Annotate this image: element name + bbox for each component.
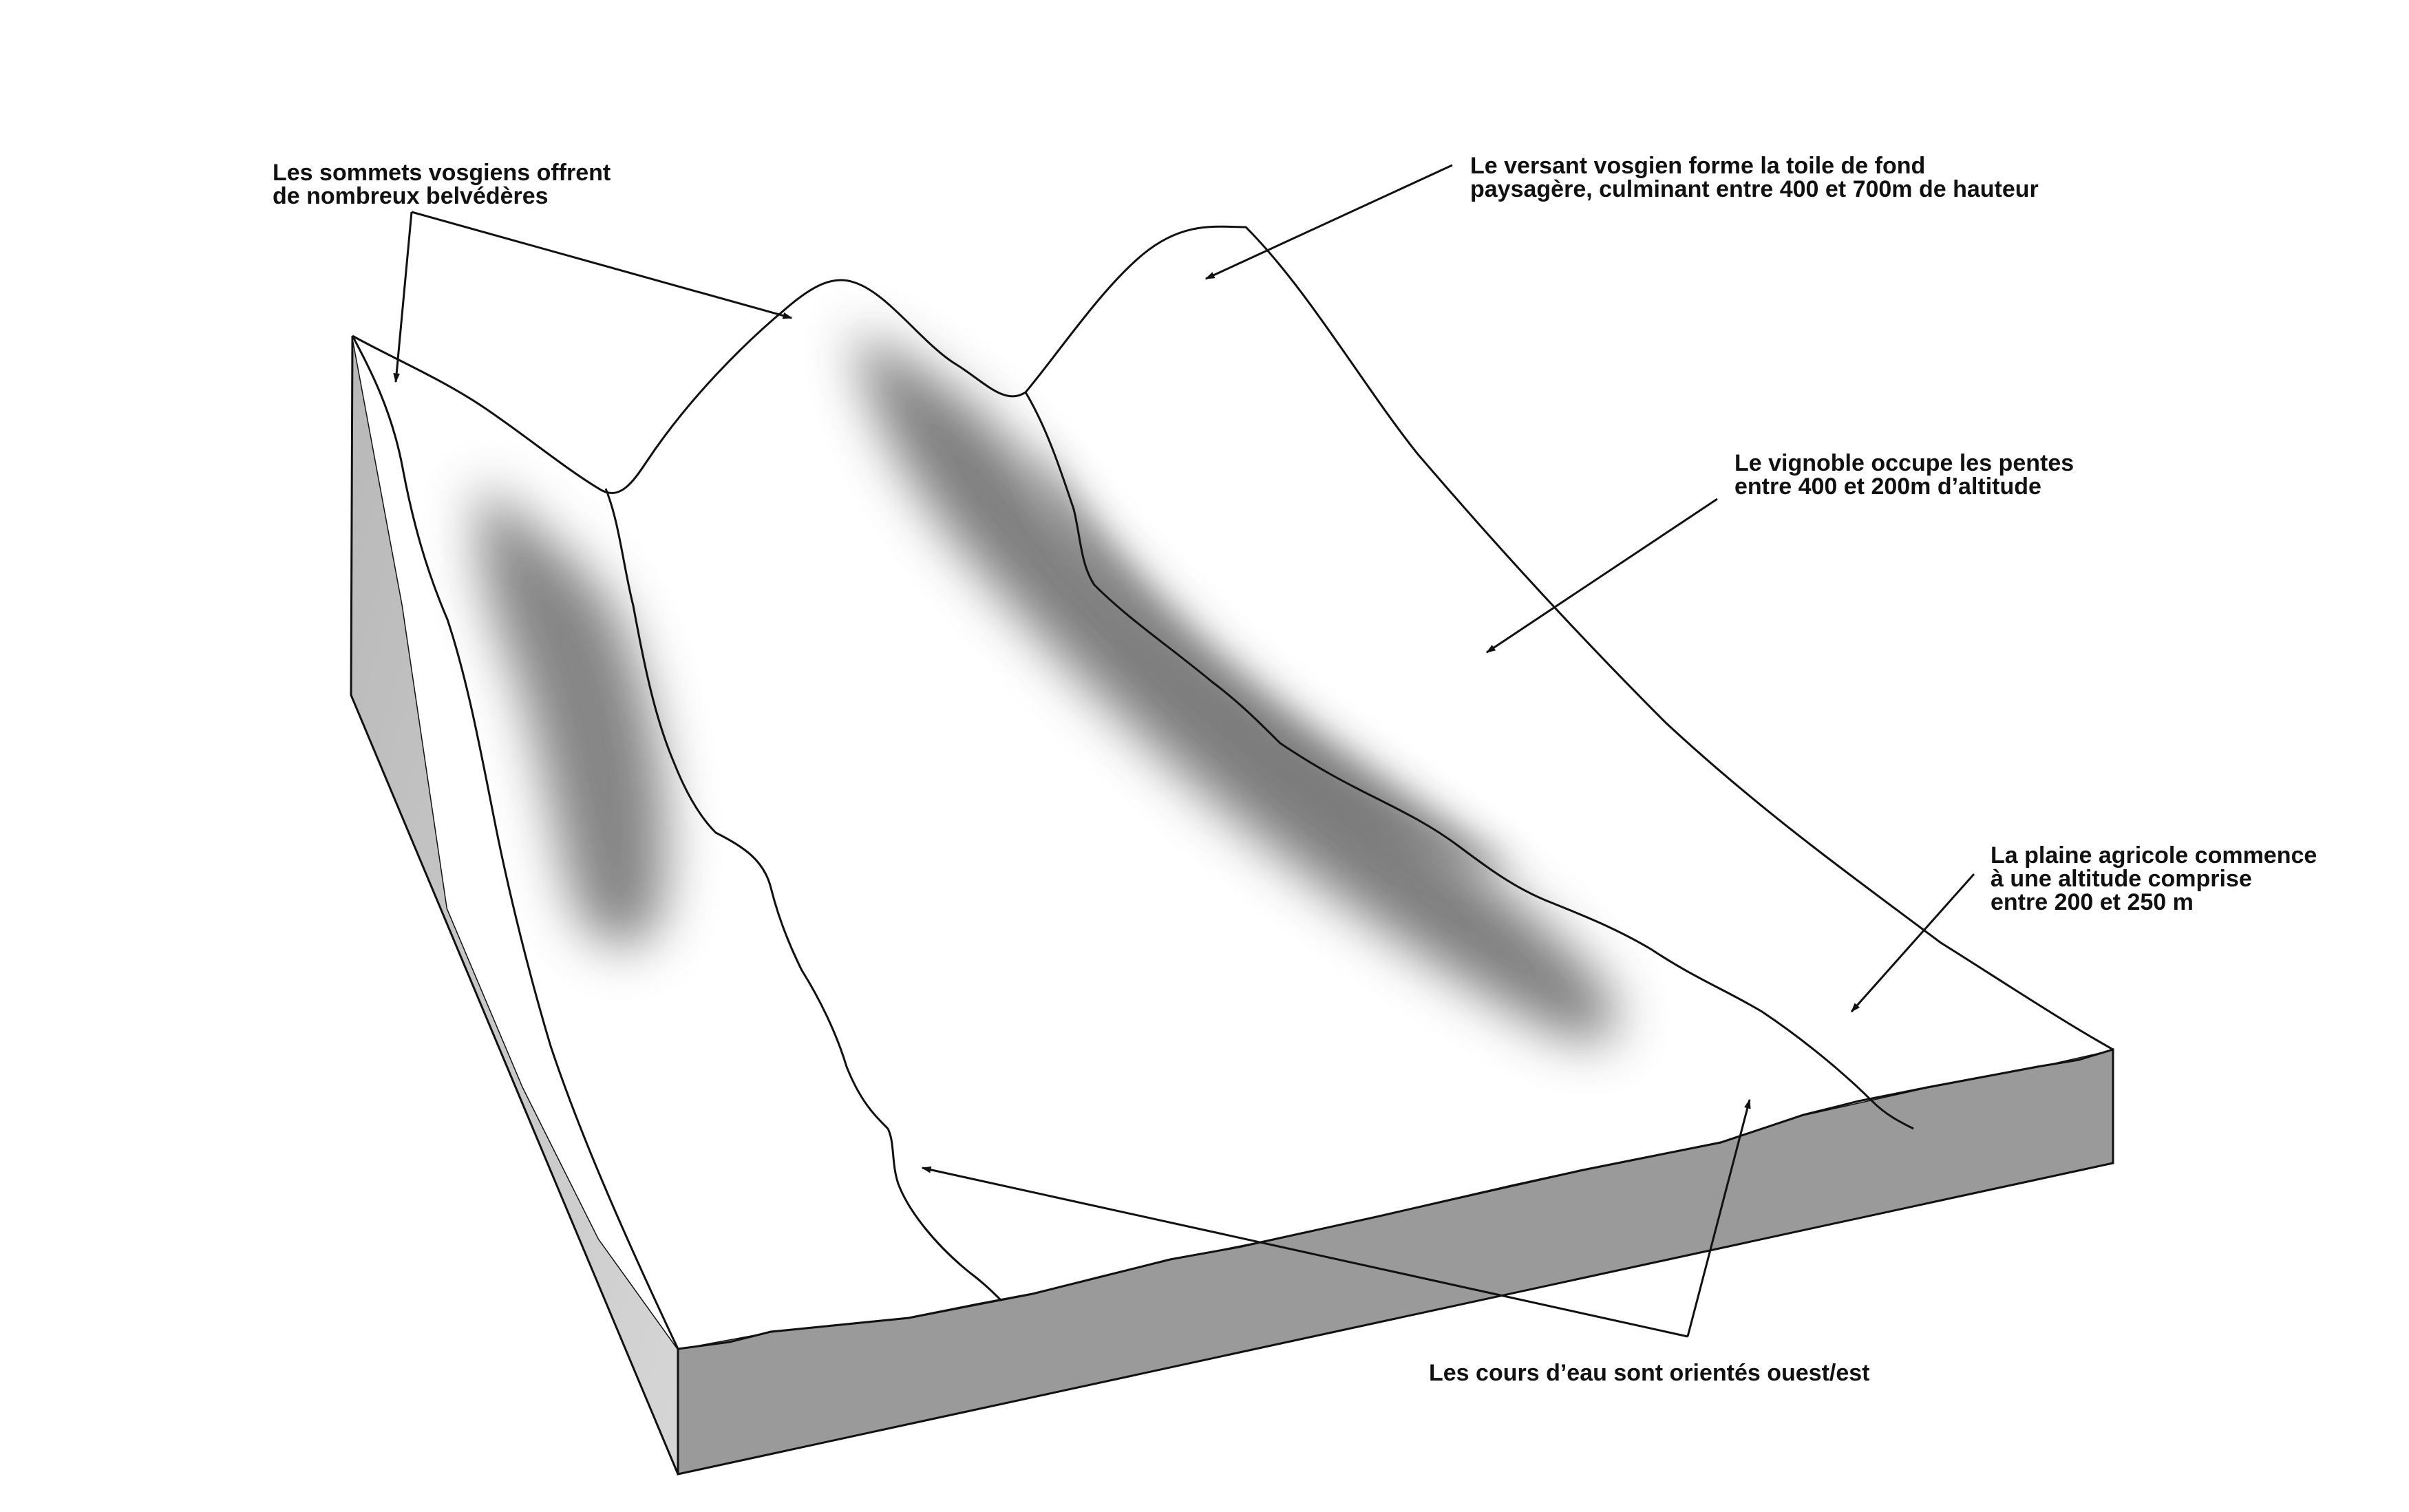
arrow-versant	[1204, 164, 1453, 280]
annotation-summits: Les sommets vosgiens offrent de nombreux…	[273, 161, 611, 208]
arrow-summit-center	[411, 211, 793, 319]
arrow-stream-left	[921, 1166, 1688, 1338]
terrain-shading	[479, 330, 1617, 1041]
annotation-plaine: La plaine agricole commence à une altitu…	[1991, 844, 2317, 914]
annotation-line: La plaine agricole commence	[1991, 842, 2317, 869]
annotation-line: Le versant vosgien forme la toile de fon…	[1470, 153, 1926, 179]
annotation-line: entre 200 et 250 m	[1991, 889, 2194, 915]
annotation-line: Le vignoble occupe les pentes	[1734, 450, 2074, 476]
annotation-cours-eau: Les cours d’eau sont orientés ouest/est	[1429, 1361, 1870, 1385]
arrow-vignoble	[1485, 498, 1718, 654]
arrow-plaine	[1850, 873, 1975, 1013]
annotation-line: Les cours d’eau sont orientés ouest/est	[1429, 1360, 1870, 1386]
annotation-versant: Le versant vosgien forme la toile de fon…	[1470, 154, 2039, 201]
annotation-line: entre 400 et 200m d’altitude	[1734, 473, 2041, 500]
annotation-line: Les sommets vosgiens offrent	[273, 160, 611, 186]
front-rim-line	[677, 1048, 2114, 1350]
annotation-vignoble: Le vignoble occupe les pentes entre 400 …	[1734, 451, 2074, 498]
annotation-line: à une altitude comprise	[1991, 866, 2252, 892]
stream-line	[604, 488, 1003, 1302]
arrow-summit-left	[393, 211, 413, 383]
stream-line	[1024, 392, 1914, 1130]
ridge-line	[352, 225, 2114, 1051]
annotation-line: paysagère, culminant entre 400 et 700m d…	[1470, 176, 2039, 202]
annotation-line: de nombreux belvédères	[273, 183, 549, 209]
arrow-stream-right	[1686, 1098, 1751, 1337]
left-rim-line	[351, 335, 679, 1350]
annotation-arrows	[393, 164, 1975, 1338]
